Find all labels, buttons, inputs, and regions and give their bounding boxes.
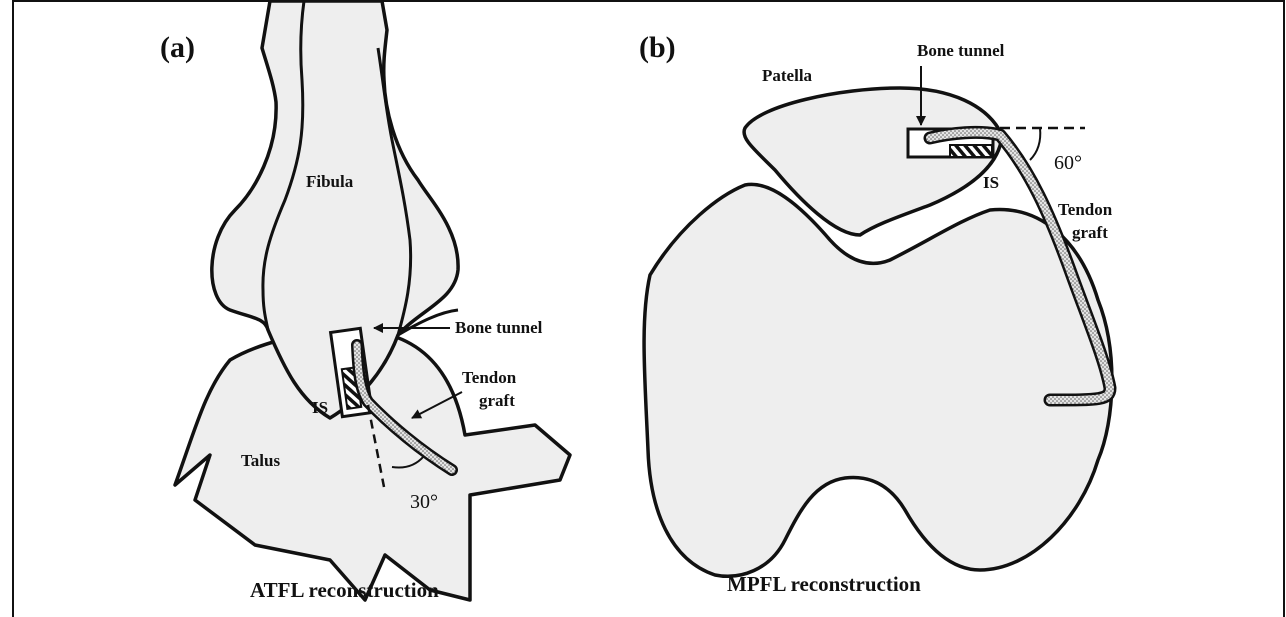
caption-a: ATFL reconstruction	[250, 578, 439, 602]
angle-arc-b	[1030, 128, 1040, 160]
caption-b: MPFL reconstruction	[727, 572, 921, 596]
angle-label-a: 30°	[410, 491, 438, 513]
fibula-label: Fibula	[306, 172, 354, 191]
panel-a: (a) 30° Fibula Talus IS Bone tunnel Tend…	[160, 1, 570, 602]
is-label-b: IS	[983, 173, 999, 192]
bone-tunnel-label-a: Bone tunnel	[455, 318, 543, 337]
tendon-graft-label-a-line1: Tendon	[462, 368, 517, 387]
is-label-a: IS	[312, 398, 328, 417]
interference-screw-b	[950, 145, 992, 157]
patella-label: Patella	[762, 66, 813, 85]
tendon-graft-label-b-line2: graft	[1072, 223, 1108, 242]
panel-a-label: (a)	[160, 31, 195, 64]
femur-bone	[644, 184, 1112, 576]
panel-b: (b) 60° Patella Bone tunnel IS Tendon gr…	[639, 31, 1113, 596]
panel-b-label: (b)	[639, 31, 676, 64]
tendon-graft-label-a-line2: graft	[479, 391, 515, 410]
angle-label-b: 60°	[1054, 152, 1082, 174]
talus-label: Talus	[241, 451, 280, 470]
tendon-graft-label-b-line1: Tendon	[1058, 200, 1113, 219]
bone-tunnel-label-b: Bone tunnel	[917, 41, 1005, 60]
